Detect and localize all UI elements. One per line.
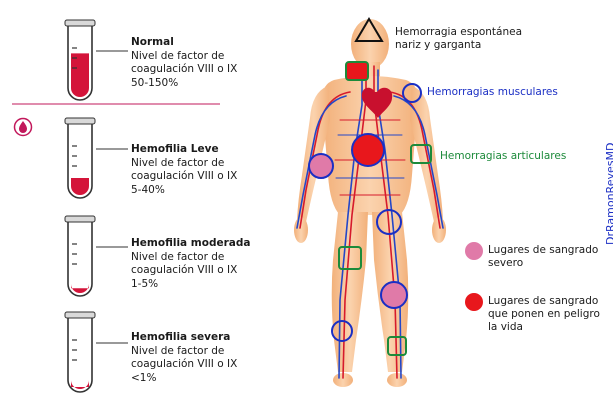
- test-tubes: [64, 19, 128, 393]
- blue-marker-thigh-right: [376, 209, 402, 235]
- test-tube: [64, 215, 128, 297]
- tube-cap: [64, 215, 96, 223]
- green-marker-wrist-right: [410, 144, 432, 164]
- tube-fill: [71, 380, 89, 389]
- level-line: Nivel de factor de: [131, 156, 225, 169]
- blue-marker-shoulder-right: [402, 83, 422, 103]
- tube-cap: [64, 19, 96, 27]
- tube-cap: [64, 311, 96, 319]
- level-line: Nivel de factor de: [131, 49, 225, 62]
- legend-severe-dot: [465, 242, 483, 260]
- legend-life: Lugares de sangrado que ponen en peligro…: [488, 295, 600, 334]
- watermark-text: DrRamonReyesMD: [604, 142, 613, 245]
- level-line: coagulación VIII o IX: [131, 264, 238, 276]
- blood-drop-icon: [13, 117, 33, 137]
- label-line: Hemorragia espontánea: [395, 26, 523, 38]
- level-severa: Hemofilia severa Nivel de factor de coag…: [131, 331, 237, 385]
- tube-fill: [71, 53, 89, 97]
- level-moderada: Hemofilia moderada Nivel de factor de co…: [131, 237, 250, 291]
- green-marker-throat: [345, 61, 369, 81]
- green-marker-ankle-right: [387, 336, 407, 356]
- level-title: Hemofilia Leve: [131, 143, 219, 155]
- level-range: 1-5%: [131, 277, 159, 290]
- legend-line: la vida: [488, 321, 523, 333]
- test-tube: [64, 117, 128, 199]
- tube-fill: [71, 178, 89, 195]
- legend-line: Lugares de sangrado: [488, 244, 599, 256]
- legend-line: severo: [488, 257, 524, 269]
- level-title: Hemofilia severa: [131, 331, 231, 343]
- tube-fill: [71, 284, 89, 293]
- tube-outline: [67, 124, 93, 199]
- blue-marker-calf-left: [331, 320, 353, 342]
- tube-outline: [67, 318, 93, 393]
- level-title: Hemofilia moderada: [131, 237, 251, 249]
- life-marker-abdomen: [351, 133, 385, 167]
- tube-outline: [67, 26, 93, 101]
- label-articular: Hemorragias articulares: [440, 150, 567, 162]
- watermark: DrRamonReyesMD: [590, 125, 613, 245]
- label-nose-throat: Hemorragia espontánea nariz y garganta: [395, 26, 522, 52]
- severe-marker-elbow-left: [308, 153, 334, 179]
- level-leve: Hemofilia Leve Nivel de factor de coagul…: [131, 143, 237, 197]
- label-line: nariz y garganta: [395, 39, 482, 51]
- tube-outline: [67, 222, 93, 297]
- legend-severe: Lugares de sangrado severo: [488, 244, 598, 270]
- severe-marker-calf-right: [380, 281, 408, 309]
- test-tube: [64, 311, 128, 393]
- green-marker-knee-left: [338, 246, 362, 270]
- label-muscular: Hemorragias musculares: [427, 86, 558, 98]
- level-line: coagulación VIII o IX: [131, 170, 238, 182]
- human-body-figure: [294, 19, 446, 387]
- level-normal: Normal Nivel de factor de coagulación VI…: [131, 36, 237, 90]
- level-line: Nivel de factor de: [131, 344, 225, 357]
- triangle-marker-icon: [354, 17, 384, 42]
- level-line: Nivel de factor de: [131, 250, 225, 263]
- level-range: 50-150%: [131, 76, 179, 89]
- level-line: coagulación VIII o IX: [131, 63, 238, 75]
- level-range: <1%: [131, 371, 157, 384]
- tube-cap: [64, 117, 96, 125]
- level-title: Normal: [131, 36, 174, 48]
- test-tube: [64, 19, 128, 101]
- level-line: coagulación VIII o IX: [131, 358, 238, 370]
- legend-life-dot: [465, 293, 483, 311]
- legend-line: Lugares de sangrado: [488, 295, 599, 307]
- level-range: 5-40%: [131, 183, 165, 196]
- legend-line: que ponen en peligro: [488, 308, 600, 320]
